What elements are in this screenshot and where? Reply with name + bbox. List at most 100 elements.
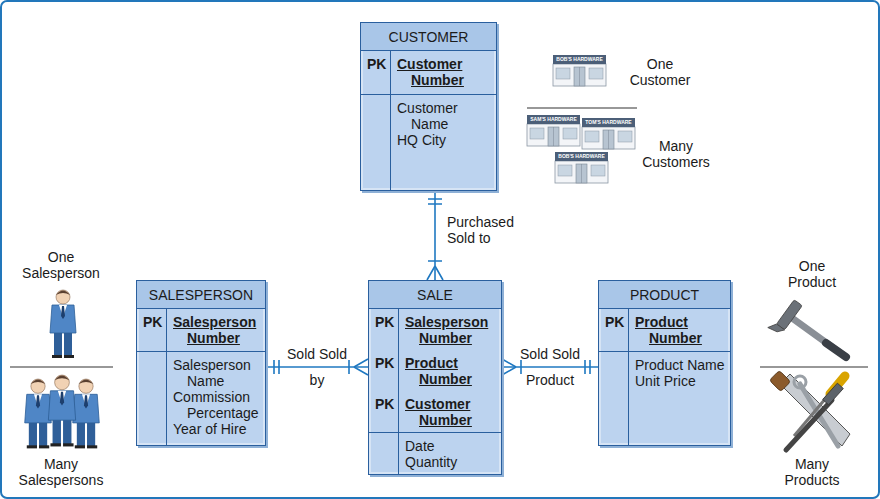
customer-illustration-part [553, 55, 606, 86]
key-row: PK Product Number [369, 350, 501, 391]
entity-header: SALESPERSON [137, 281, 265, 309]
key-attribute: Product Number [405, 355, 497, 387]
attribute: Product Name [635, 357, 726, 373]
product-illustration-part [769, 370, 790, 391]
attribute-section: Customer NameHQ City [361, 95, 496, 190]
key-attribute: Salesperson Number [405, 314, 497, 346]
entity-name: SALE [373, 287, 497, 303]
key-cell: Customer Number [391, 51, 496, 94]
relationship-line [502, 366, 598, 368]
cardinality-caption: Many Products [772, 456, 852, 488]
attribute: Unit Price [635, 373, 726, 389]
pk-marker: PK [605, 314, 628, 330]
attribute-section: DateQuantity [369, 433, 501, 474]
attribute-cell: Product NameUnit Price [629, 352, 730, 445]
relationship-line [266, 366, 368, 368]
attribute: Commission Percentage [173, 389, 261, 421]
entity-box: CUSTOMER PK Customer NumberCustomer NameHQ… [360, 22, 497, 191]
entity-name: PRODUCT [603, 287, 726, 303]
key-row: PK Customer Number [361, 51, 496, 94]
cardinality-caption: One Salesperson [19, 249, 103, 281]
pk-marker: PK [375, 355, 398, 371]
salesperson-illustration [10, 290, 113, 448]
pk-cell: PK [369, 309, 399, 350]
salesperson-illustration-part [48, 375, 75, 446]
cardinality-mark [427, 199, 443, 280]
pk-cell [599, 352, 629, 445]
relationship-label: Sold Sold Product [520, 341, 580, 393]
product-illustration-part [794, 376, 806, 388]
key-section: PK Salesperson Number [137, 309, 265, 352]
attribute: Customer Name [397, 100, 492, 132]
key-section: PKSalesperson NumberPKProduct NumberPKCu… [369, 309, 501, 433]
attribute-section: Salesperson NameCommission PercentageYea… [137, 352, 265, 445]
entity-header: PRODUCT [599, 281, 730, 309]
attribute: Quantity [405, 454, 497, 470]
pk-cell [137, 352, 167, 445]
entity-box: SALEPKSalesperson NumberPKProduct Number… [368, 280, 502, 475]
customer-illustration-part [527, 115, 580, 146]
pk-cell [361, 95, 391, 190]
key-row: PK Salesperson Number [137, 309, 265, 351]
pk-cell: PK [137, 309, 167, 351]
pk-cell: PK [369, 391, 399, 432]
pk-marker: PK [375, 314, 398, 330]
key-attribute: Customer Number [405, 396, 497, 428]
pk-marker: PK [375, 396, 398, 412]
product-illustration-part [792, 318, 846, 357]
pk-marker: PK [367, 56, 390, 72]
key-cell: Salesperson Number [399, 309, 501, 350]
salesperson-illustration-part [73, 379, 100, 448]
product-illustration-part [760, 366, 868, 367]
attribute-cell: Salesperson NameCommission PercentageYea… [167, 352, 265, 445]
cardinality-caption: One Product [775, 258, 849, 290]
store-sign: BOB'S HARDWARE [553, 55, 606, 64]
attribute: Year of Hire [173, 421, 261, 437]
key-row: PK Salesperson Number [369, 309, 501, 350]
customer-illustration-part [582, 118, 635, 149]
entity-name: SALESPERSON [141, 287, 261, 303]
product-illustration [760, 297, 868, 450]
customer-illustration-part [527, 107, 637, 108]
key-cell: Product Number [629, 309, 730, 351]
attribute: Date [405, 438, 497, 454]
key-row: PK Product Number [599, 309, 730, 351]
customer-illustration-part [555, 152, 608, 183]
entity-box: SALESPERSON PK Salesperson NumberSalespers… [136, 280, 266, 446]
key-row: PK Customer Number [369, 391, 501, 432]
pk-cell: PK [369, 350, 399, 391]
relationship-label: Purchased Sold to [447, 214, 527, 246]
salesperson-illustration-part [10, 366, 113, 367]
key-attribute: Product Number [635, 314, 726, 346]
key-section: PK Customer Number [361, 51, 496, 95]
key-cell: Customer Number [399, 391, 501, 432]
customer-illustration [527, 55, 637, 183]
key-cell: Product Number [399, 350, 501, 391]
pk-cell [369, 433, 399, 474]
salesperson-illustration-part [25, 379, 52, 448]
salesperson-illustration-part [50, 290, 76, 358]
key-section: PK Product Number [599, 309, 730, 352]
key-attribute: Salesperson Number [173, 314, 261, 346]
product-illustration-part [826, 343, 846, 357]
store-sign: TOM'S HARDWARE [582, 118, 635, 127]
relationship-label: Sold Sold by [287, 341, 347, 393]
attribute-cell: DateQuantity [399, 433, 501, 474]
product-illustration-part [768, 297, 802, 337]
product-illustration-part [823, 383, 844, 405]
key-attribute: Customer Number [397, 56, 492, 88]
entity-header: CUSTOMER [361, 23, 496, 51]
attribute-cell: Customer NameHQ City [391, 95, 496, 190]
product-illustration-part-part [777, 300, 803, 330]
key-cell: Salesperson Number [167, 309, 265, 351]
entity-box: PRODUCT PK Product NumberProduct NameUnit … [598, 280, 731, 446]
pk-marker: PK [143, 314, 166, 330]
product-illustration-part-part [768, 321, 785, 336]
product-illustration-part [786, 400, 832, 450]
product-illustration-part [780, 374, 850, 446]
store-sign: BOB'S HARDWARE [555, 152, 608, 161]
entity-name: CUSTOMER [365, 29, 492, 45]
cardinality-caption: Many Salespersons [14, 456, 108, 488]
